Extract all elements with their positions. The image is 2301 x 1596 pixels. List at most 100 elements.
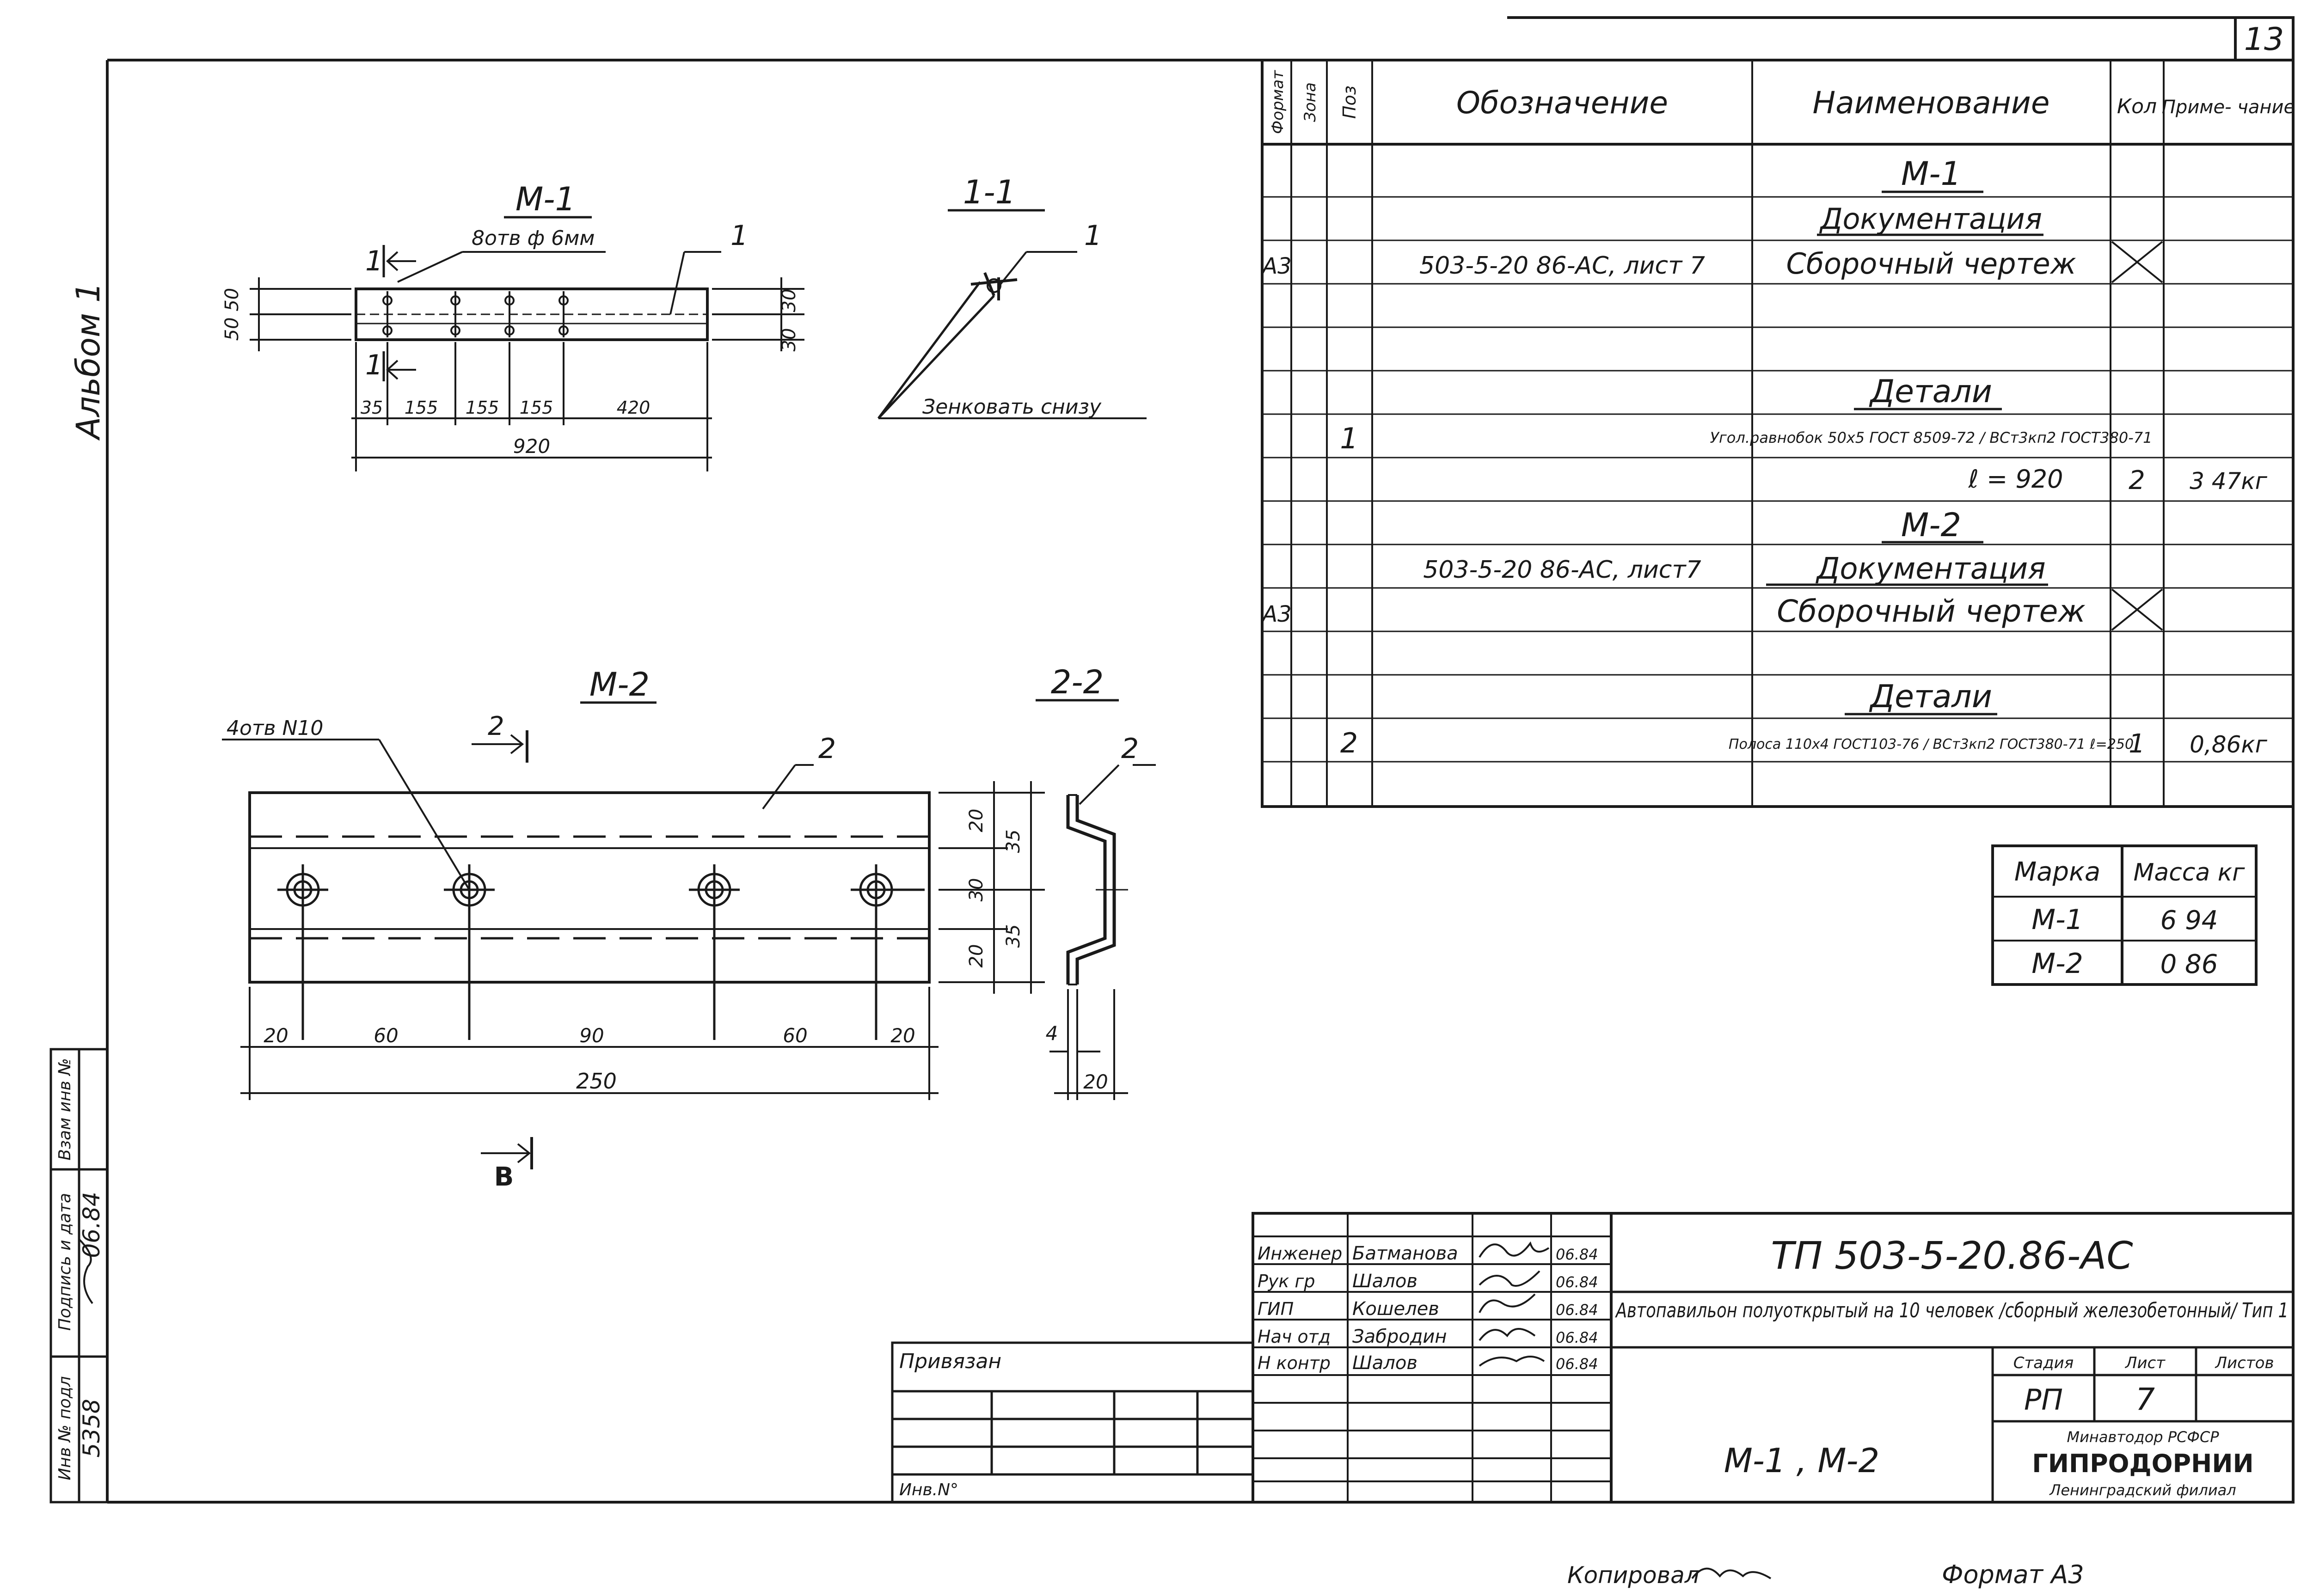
m2-dim-3: 90 bbox=[579, 1024, 604, 1047]
spec-row-11-format: А3 bbox=[1261, 601, 1291, 627]
staff-4-role: Нач отд bbox=[1258, 1327, 1331, 1347]
section-1-1-note: Зенковать снизу bbox=[922, 395, 1102, 419]
spec-row-3-name: Сборочный чертеж bbox=[1786, 247, 2076, 281]
title-block: Привязан Инв.N° Инженер Батманова 06.84 … bbox=[891, 1212, 2295, 1504]
mass-row-2-mark: М-2 bbox=[2031, 948, 2083, 980]
m1-title: М-1 bbox=[515, 180, 576, 218]
org-name: ГИПРОДОРНИИ bbox=[2032, 1449, 2253, 1478]
org-branch: Ленинградский филиал bbox=[2049, 1481, 2236, 1499]
spec-row-6-name: Детали bbox=[1869, 373, 1992, 410]
mass-header-mass: Масса кг bbox=[2133, 859, 2245, 887]
m1-holes bbox=[382, 291, 569, 337]
m1-dim-overall: 920 bbox=[513, 435, 550, 458]
staff-4-name: Забродин bbox=[1352, 1326, 1447, 1347]
sign-date-label: Подпись и дата bbox=[55, 1193, 74, 1331]
replace-inv-label: Взам инв № bbox=[55, 1058, 74, 1161]
staff-2-role: Рук гр bbox=[1258, 1271, 1315, 1291]
m2-dim-5: 20 bbox=[890, 1024, 915, 1047]
m1-dim-right-top: 30 bbox=[779, 289, 800, 312]
spec-header-name: Наименование bbox=[1813, 85, 2050, 121]
m1-dim-5: 420 bbox=[617, 397, 650, 418]
staff-5-role: Н контр bbox=[1258, 1353, 1331, 1373]
m2-dim-2: 60 bbox=[374, 1024, 398, 1047]
m2-dim-right-outer-2: 35 bbox=[1003, 924, 1024, 948]
spec-table: Формат Зона Поз Обозначение Наименование… bbox=[1261, 59, 2295, 808]
spec-row-10-name: Документация bbox=[1815, 552, 2045, 586]
staff-5-name: Шалов bbox=[1352, 1352, 1417, 1374]
staff-2-date: 06.84 bbox=[1556, 1273, 1598, 1291]
m2-holes bbox=[277, 864, 925, 1040]
spec-row-14-note: 0,86кг bbox=[2190, 731, 2268, 758]
m1-section-mark-bottom: 1 bbox=[365, 349, 383, 381]
copier-signature bbox=[1691, 1567, 1772, 1579]
m2-section-mark-top: 2 bbox=[488, 711, 504, 741]
spec-row-7-name: Угол.равнобок 50x5 ГОСТ 8509-72 / ВСт3кп… bbox=[1710, 429, 2152, 446]
mass-header-mark: Марка bbox=[2014, 857, 2100, 887]
doc-code: ТП 503-5-20.86-АС bbox=[1771, 1234, 2133, 1278]
m1-holes-note: 8отв ф 6мм bbox=[472, 226, 595, 250]
m2-title: М-2 bbox=[589, 666, 650, 703]
sheet-name: М-1 , М-2 bbox=[1724, 1441, 1879, 1480]
sheet-label: Лист bbox=[2124, 1354, 2166, 1372]
spec-row-13-name: Детали bbox=[1869, 679, 1992, 715]
spec-row-14-qty: 1 bbox=[2129, 729, 2145, 759]
staff-1-role: Инженер bbox=[1258, 1243, 1342, 1264]
spec-row-7-pos: 1 bbox=[1340, 422, 1358, 455]
m1-dim-left: 50 50 bbox=[221, 288, 243, 341]
mass-row-1-mass: 6 94 bbox=[2160, 905, 2218, 936]
stage-label: Стадия bbox=[2013, 1354, 2074, 1372]
object-name: Автопавильон полуоткрытый на 10 человек … bbox=[1615, 1299, 2289, 1322]
staff-1-date: 06.84 bbox=[1556, 1246, 1598, 1263]
m2-dim-overall: 250 bbox=[576, 1069, 617, 1094]
staff-2-name: Шалов bbox=[1352, 1271, 1417, 1292]
org-ministry: Минавтодор РСФСР bbox=[2067, 1428, 2219, 1446]
spec-row-10-designation: 503-5-20 86-АС, лист7 bbox=[1423, 556, 1701, 584]
m1-part-callout: 1 bbox=[730, 220, 748, 252]
staff-1-name: Батманова bbox=[1352, 1243, 1458, 1264]
album-label: Альбом 1 bbox=[69, 282, 107, 440]
spec-row-8-name: ℓ = 920 bbox=[1968, 465, 2063, 494]
m1-dim-4: 155 bbox=[520, 397, 553, 418]
side-stamp: Взам инв № Подпись и дата 06.84 Инв № по… bbox=[49, 1048, 109, 1504]
m2-dim-right-outer-1: 35 bbox=[1003, 830, 1024, 853]
spec-row-8-qty: 2 bbox=[2129, 465, 2145, 495]
spec-row-14-pos: 2 bbox=[1340, 727, 1358, 759]
spec-header-pos: Поз bbox=[1339, 86, 1360, 119]
spec-header-qty: Кол bbox=[2117, 95, 2157, 118]
m2-part-callout: 2 bbox=[818, 733, 836, 765]
section-2-2-thickness: 4 bbox=[1046, 1022, 1058, 1045]
format-label: Формат А3 bbox=[1942, 1560, 2084, 1589]
spec-header-note: Приме- чание bbox=[2162, 97, 2295, 118]
m2-dim-right-inner-2: 30 bbox=[966, 878, 987, 902]
spec-row-9-name: М-2 bbox=[1901, 506, 1961, 544]
section-1-1-callout: 1 bbox=[1084, 220, 1102, 252]
spec-row-11-name: Сборочный чертеж bbox=[1777, 593, 2086, 629]
m2-dim-right-inner-3: 20 bbox=[966, 944, 987, 968]
m1-dim-3: 155 bbox=[466, 397, 499, 418]
spec-row-8-note: 3 47кг bbox=[2190, 468, 2268, 495]
section-2-2: 2-2 2 4 20 bbox=[1036, 663, 1156, 1100]
attached-label: Привязан bbox=[899, 1350, 1001, 1373]
sheet-value: 7 bbox=[2135, 1382, 2155, 1417]
section-1-1-title: 1-1 bbox=[963, 173, 1016, 211]
staff-4-date: 06.84 bbox=[1556, 1329, 1598, 1346]
copied-label: Копировал bbox=[1567, 1562, 1700, 1589]
spec-row-1-name: М-1 bbox=[1901, 155, 1961, 193]
spec-header-designation: Обозначение bbox=[1456, 85, 1668, 121]
staff-5-date: 06.84 bbox=[1556, 1355, 1598, 1373]
m1-dim-1: 35 bbox=[361, 397, 383, 418]
spec-header-format: Формат bbox=[1269, 70, 1287, 134]
staff-3-date: 06.84 bbox=[1556, 1301, 1598, 1319]
m1-dim-2: 155 bbox=[405, 397, 438, 418]
inv-number-label: Инв.N° bbox=[899, 1480, 958, 1499]
mass-table: Марка Масса кг М-1 6 94 М-2 0 86 bbox=[1991, 844, 2258, 986]
m1-section-mark-top: 1 bbox=[365, 245, 383, 277]
signature-mark bbox=[78, 1238, 93, 1304]
m2-view-mark: В bbox=[494, 1162, 514, 1192]
section-2-2-width: 20 bbox=[1083, 1070, 1108, 1093]
m2-holes-note: 4отв N10 bbox=[227, 716, 323, 740]
inv-label: Инв № подл bbox=[55, 1376, 74, 1480]
drawing-m1: М-1 8отв ф 6мм 1 1 1 bbox=[221, 180, 804, 471]
sheets-label: Листов bbox=[2214, 1354, 2274, 1372]
